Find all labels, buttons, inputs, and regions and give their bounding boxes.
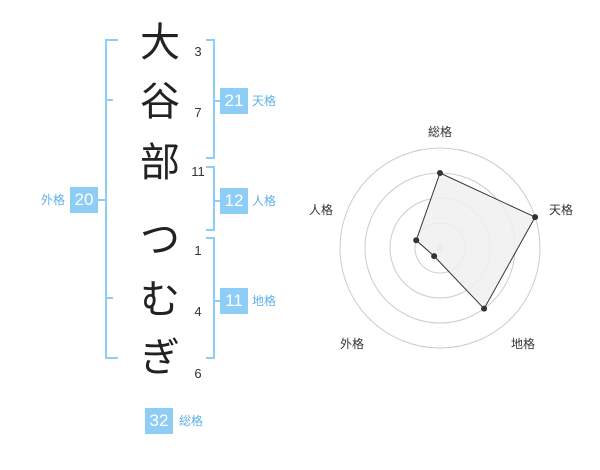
jinkaku-label: 人格 bbox=[252, 194, 277, 208]
radar-point bbox=[437, 170, 443, 176]
radar-ring bbox=[339, 147, 541, 349]
name-char: ぎ bbox=[140, 335, 180, 381]
stroke-count: 3 bbox=[194, 44, 202, 59]
gaikaku-label: 外格 bbox=[41, 193, 66, 207]
radar-axis-label: 外格 bbox=[340, 337, 365, 351]
tenkaku-value: 21 bbox=[220, 88, 248, 114]
stroke-count: 1 bbox=[194, 243, 202, 258]
name-char: つ bbox=[140, 217, 180, 263]
radar-point bbox=[431, 253, 438, 260]
radar-point bbox=[413, 237, 420, 244]
stroke-count: 4 bbox=[194, 304, 202, 319]
tenkaku-bracket bbox=[206, 39, 215, 159]
name-char: 大 bbox=[140, 20, 180, 66]
soukaku-value: 32 bbox=[145, 408, 173, 434]
stroke-count: 11 bbox=[191, 164, 205, 179]
name-char: 部 bbox=[140, 140, 180, 186]
radar-axis-label: 総格 bbox=[428, 125, 453, 139]
radar-axis-label: 地格 bbox=[511, 337, 536, 351]
stroke-count: 6 bbox=[194, 366, 202, 381]
chikaku-bracket bbox=[206, 237, 215, 359]
chikaku-value: 11 bbox=[220, 288, 248, 314]
radar-point bbox=[532, 214, 539, 221]
name-char: 谷 bbox=[140, 79, 180, 125]
radar-point bbox=[481, 305, 488, 312]
radar-axis-label: 人格 bbox=[309, 203, 334, 217]
chikaku-label: 地格 bbox=[252, 294, 277, 308]
gaikaku-value: 20 bbox=[70, 187, 98, 213]
radar-area bbox=[415, 172, 536, 310]
tenkaku-label: 天格 bbox=[252, 94, 277, 108]
radar-axis-label: 天格 bbox=[549, 203, 574, 217]
stroke-count: 7 bbox=[194, 105, 202, 120]
jinkaku-bracket bbox=[206, 166, 215, 231]
name-char: む bbox=[140, 277, 180, 323]
jinkaku-value: 12 bbox=[220, 188, 248, 214]
soukaku-label: 総格 bbox=[179, 414, 204, 428]
